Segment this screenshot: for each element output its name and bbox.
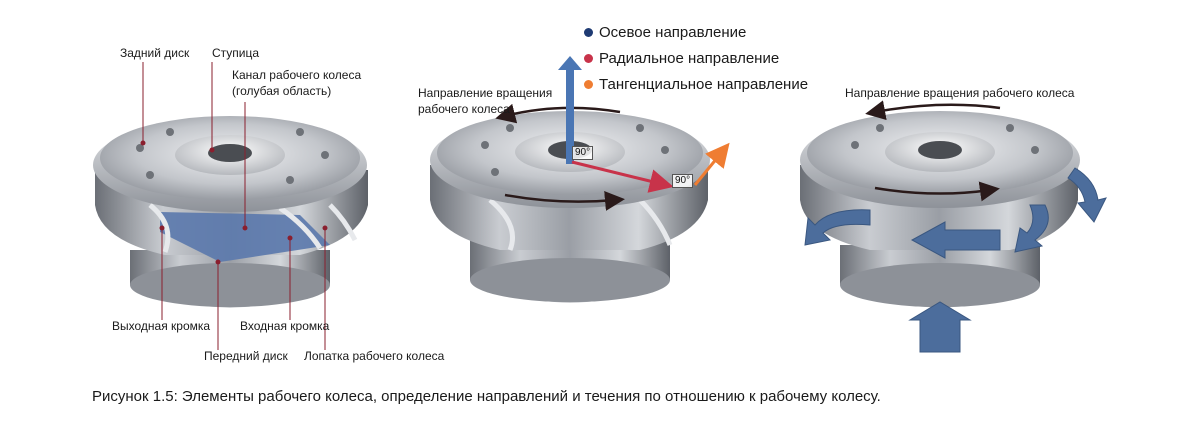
impeller-right: [800, 100, 1107, 353]
label-rotation-right: Направление вращения рабочего колеса: [845, 86, 1075, 100]
flow-arrow-right: [1014, 204, 1049, 253]
angle-axial-radial: 90°: [572, 146, 594, 160]
label-hub: Ступица: [212, 46, 260, 60]
label-rotation-2: рабочего колеса: [418, 102, 510, 116]
flow-arrow-outer: [1067, 167, 1107, 223]
label-outlet-edge: Выходная кромка: [112, 319, 211, 333]
flow-arrow-front: [910, 221, 1001, 259]
label-back-disc: Задний диск: [120, 46, 190, 60]
legend-dot-radial: [584, 53, 593, 63]
label-channel-1: Канал рабочего колеса: [232, 68, 362, 82]
figure-caption: Рисунок 1.5: Элементы рабочего колеса, о…: [92, 388, 881, 405]
legend-dot-axial: [584, 27, 593, 37]
label-front-disc: Передний диск: [204, 349, 288, 363]
impeller-middle: [430, 56, 730, 303]
legend-axial: Осевое направление: [584, 24, 746, 41]
flow-arrow-left: [804, 209, 871, 246]
label-inlet-edge: Входная кромка: [240, 319, 330, 333]
legend-tangential: Тангенциальное направление: [584, 76, 808, 93]
label-blade: Лопатка рабочего колеса: [304, 349, 445, 363]
label-channel-2: (голубая область): [232, 84, 332, 98]
angle-radial-tangential: 90°: [672, 174, 694, 188]
impeller-left: [93, 62, 368, 350]
channel-area: [160, 212, 330, 262]
legend-dot-tangential: [584, 79, 593, 89]
inflow-arrow: [908, 301, 972, 353]
legend-radial: Радиальное направление: [584, 50, 779, 67]
label-rotation-1: Направление вращения: [418, 86, 553, 100]
